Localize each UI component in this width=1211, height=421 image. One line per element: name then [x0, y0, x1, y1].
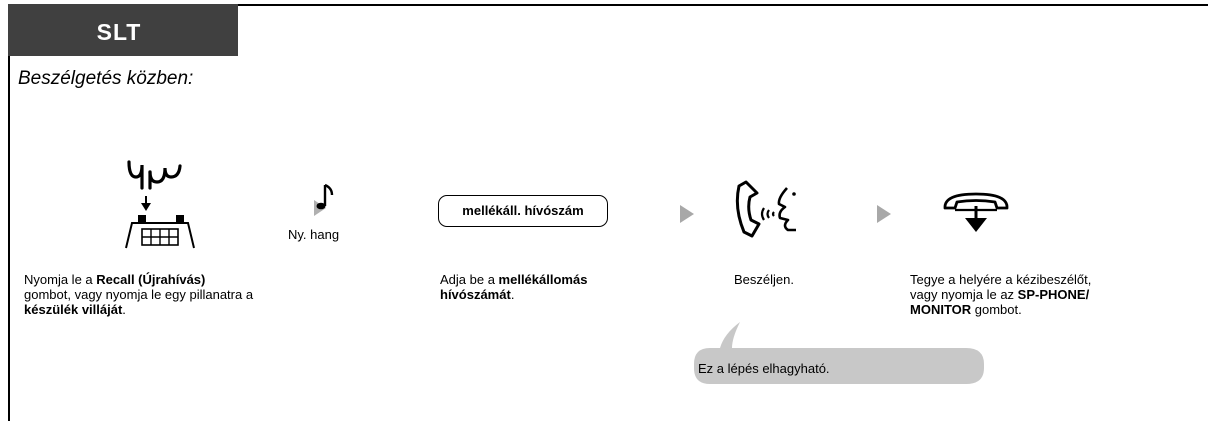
talking-handset-icon — [735, 180, 796, 238]
frame-left-border — [8, 4, 10, 421]
step-talk-text: Beszéljen. — [734, 272, 854, 287]
step-talk-text-1: Beszéljen. — [734, 272, 794, 287]
hang-up-handset-icon — [943, 192, 1009, 232]
music-note-icon — [314, 183, 334, 216]
step-enter-text-1: Adja be a — [440, 272, 499, 287]
step-recall-text: Nyomja le a Recall (Újrahívás) gombot, v… — [24, 272, 294, 317]
sp-phone-label: SP-PHONE/ — [1017, 287, 1090, 302]
optional-step-callout — [694, 322, 984, 384]
step-hangup-text-2: vagy nyomja le az — [910, 287, 1018, 302]
arrow-right-icon — [680, 205, 694, 223]
hookswitch-label: készülék villáját — [24, 302, 123, 317]
step-enter-text-2: . — [510, 287, 515, 302]
frame-top-border — [8, 4, 1208, 6]
arrow-right-icon — [877, 205, 891, 223]
step-enter-text: Adja be a mellékállomás hívószámát. — [440, 272, 660, 302]
extension-label-1: mellékállomás — [498, 272, 588, 287]
page-subtitle: Beszélgetés közben: — [18, 68, 194, 89]
step-hangup-text-3: gombot. — [971, 302, 1022, 317]
extension-label-2: hívószámát — [440, 287, 511, 302]
step-recall-text-1: Nyomja le a — [24, 272, 97, 287]
extension-number-box: mellékáll. hívószám — [438, 195, 608, 227]
header-tab: SLT — [8, 4, 238, 56]
step-recall-text-3: . — [122, 302, 126, 317]
header-title: SLT — [96, 19, 142, 45]
recall-button-label: Recall (Újrahívás) — [96, 272, 206, 287]
hookswitch-press-icon — [125, 160, 195, 249]
step-recall-text-2: gombot, vagy nyomja le egy pillanatra a — [24, 287, 254, 302]
optional-step-text: Ez a lépés elhagyható. — [698, 361, 830, 376]
monitor-label: MONITOR — [910, 302, 972, 317]
tone-label: Ny. hang — [288, 227, 340, 242]
step-hangup-text: Tegye a helyére a kézibeszélőt, vagy nyo… — [910, 272, 1200, 317]
step-hangup-text-1: Tegye a helyére a kézibeszélőt, — [910, 272, 1092, 287]
